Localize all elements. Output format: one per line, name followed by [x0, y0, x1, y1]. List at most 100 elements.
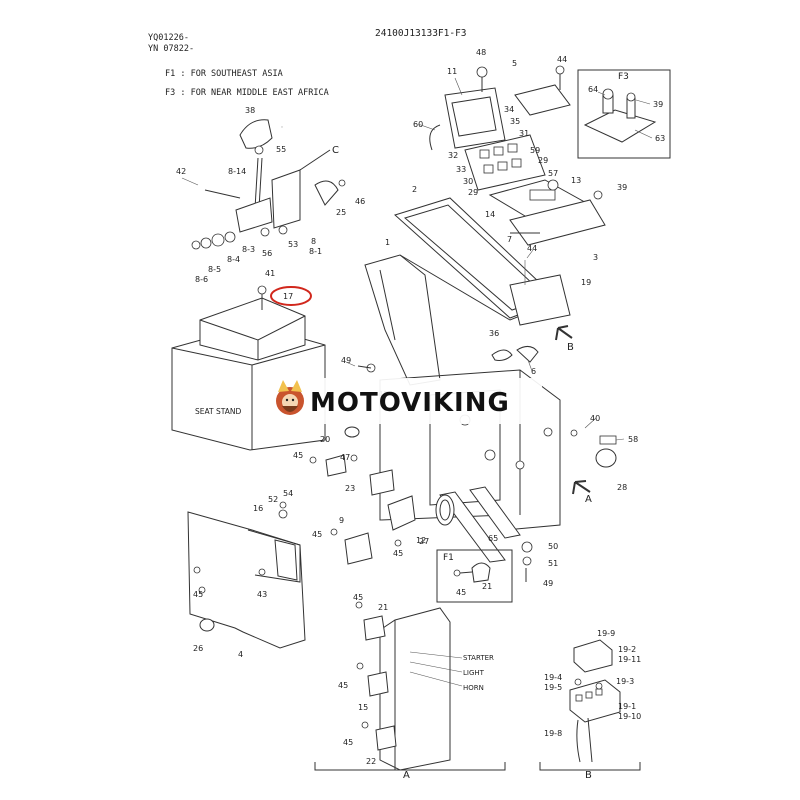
- callout: 21: [378, 603, 388, 612]
- callout: 19-4: [544, 673, 562, 682]
- callout: 8-6: [195, 275, 208, 284]
- callout: 8-3: [242, 245, 255, 254]
- callout: 8-5: [208, 265, 221, 274]
- callout: 22: [366, 757, 376, 766]
- f1-inset-label: F1: [443, 553, 454, 563]
- callout: 3: [593, 253, 598, 262]
- callout: 35: [510, 117, 520, 126]
- seat-stand-label: SEAT STAND: [195, 407, 242, 416]
- callout: 45: [343, 738, 353, 747]
- callout: 11: [447, 67, 457, 76]
- callout: 19-8: [544, 729, 562, 738]
- bracket-parts: [309, 346, 539, 565]
- callout: 8: [311, 237, 316, 246]
- callout: 38: [245, 106, 255, 115]
- callout: 63: [655, 134, 665, 143]
- callout: 45: [353, 593, 363, 602]
- highlight-part-17: [270, 286, 312, 306]
- callout: 45: [193, 590, 203, 599]
- callout: 39: [653, 100, 663, 109]
- callout: 52: [268, 495, 278, 504]
- callout: 64: [588, 85, 598, 94]
- label-horn: HORN: [463, 684, 484, 692]
- f3-inset: F3: [577, 69, 671, 159]
- callout: 50: [548, 542, 558, 551]
- seat-stand: SEAT STAND: [171, 285, 326, 451]
- callout: 59: [530, 146, 540, 155]
- callout-17: 17: [283, 292, 293, 301]
- callout: 14: [485, 210, 495, 219]
- callout: 44: [527, 244, 537, 253]
- callout: 44: [557, 55, 567, 64]
- callout: 54: [283, 489, 293, 498]
- callout: 56: [262, 249, 272, 258]
- callout: 47: [340, 453, 350, 462]
- callout: 45: [312, 530, 322, 539]
- callout: 8-14: [228, 167, 246, 176]
- arrow-b-label: B: [567, 342, 574, 353]
- callout: 29: [538, 156, 548, 165]
- side-fasteners: [521, 429, 578, 582]
- f3-inset-label: F3: [618, 72, 629, 82]
- callout: 53: [288, 240, 298, 249]
- left-cover-panel: [187, 501, 306, 649]
- callout: 34: [504, 105, 514, 114]
- arrow-c-label: C: [332, 145, 339, 156]
- callout: 49: [543, 579, 553, 588]
- callout: 19: [581, 278, 591, 287]
- callout: 16: [253, 504, 263, 513]
- label-light: LIGHT: [463, 669, 485, 677]
- console-frame: [364, 197, 617, 563]
- callout: 8-4: [227, 255, 240, 264]
- callout: 46: [355, 197, 365, 206]
- callout: 45: [456, 588, 466, 597]
- view-b-label: B: [585, 770, 592, 781]
- callout: 19-3: [616, 677, 634, 686]
- f1-inset: F1: [436, 549, 513, 603]
- callout: 49: [341, 356, 351, 365]
- upper-console-assembly: [429, 65, 606, 246]
- leader-lines: [181, 77, 653, 441]
- note-f1: F1 : FOR SOUTHEAST ASIA: [165, 69, 283, 79]
- callout: 20: [320, 435, 330, 444]
- callout: 48: [476, 48, 486, 57]
- callout: 19-11: [618, 655, 641, 664]
- view-arrows: B A C: [332, 145, 592, 505]
- arrow-a-label: A: [585, 494, 592, 505]
- callout: 29: [468, 188, 478, 197]
- callout: 25: [336, 208, 346, 217]
- callout: 23: [345, 484, 355, 493]
- callout: 42: [176, 167, 186, 176]
- callout: 28: [617, 483, 627, 492]
- callout: 45: [293, 451, 303, 460]
- callout: 13: [571, 176, 581, 185]
- viking-logo-icon: [276, 380, 304, 415]
- callout: 26: [193, 644, 203, 653]
- lever-assembly: [191, 119, 346, 250]
- callout: 19-10: [618, 712, 641, 721]
- callout: 19-2: [618, 645, 636, 654]
- callout: 4: [238, 650, 243, 659]
- callout: 45: [338, 681, 348, 690]
- ref-code-1: YQ01226-: [148, 33, 189, 43]
- callout: 65: [488, 534, 498, 543]
- callout: 6: [531, 367, 536, 376]
- callout: 45: [393, 549, 403, 558]
- callout: 15: [358, 703, 368, 712]
- watermark-brand: MOTOVIKING: [310, 388, 510, 418]
- callout: 36: [489, 329, 499, 338]
- callout: 9: [339, 516, 344, 525]
- callout: 19-9: [597, 629, 615, 638]
- callout: 19-5: [544, 683, 562, 692]
- callout: 58: [628, 435, 638, 444]
- callout: 7: [507, 235, 512, 244]
- ref-code-2: YN 07822-: [148, 44, 194, 54]
- callout: 5: [512, 59, 517, 68]
- callout: 41: [265, 269, 275, 278]
- callout: 43: [257, 590, 267, 599]
- callout: 55: [276, 145, 286, 154]
- diagram-code: 24100J13133F1-F3: [375, 28, 467, 39]
- callout: 19-1: [618, 702, 636, 711]
- callout: 1: [385, 238, 390, 247]
